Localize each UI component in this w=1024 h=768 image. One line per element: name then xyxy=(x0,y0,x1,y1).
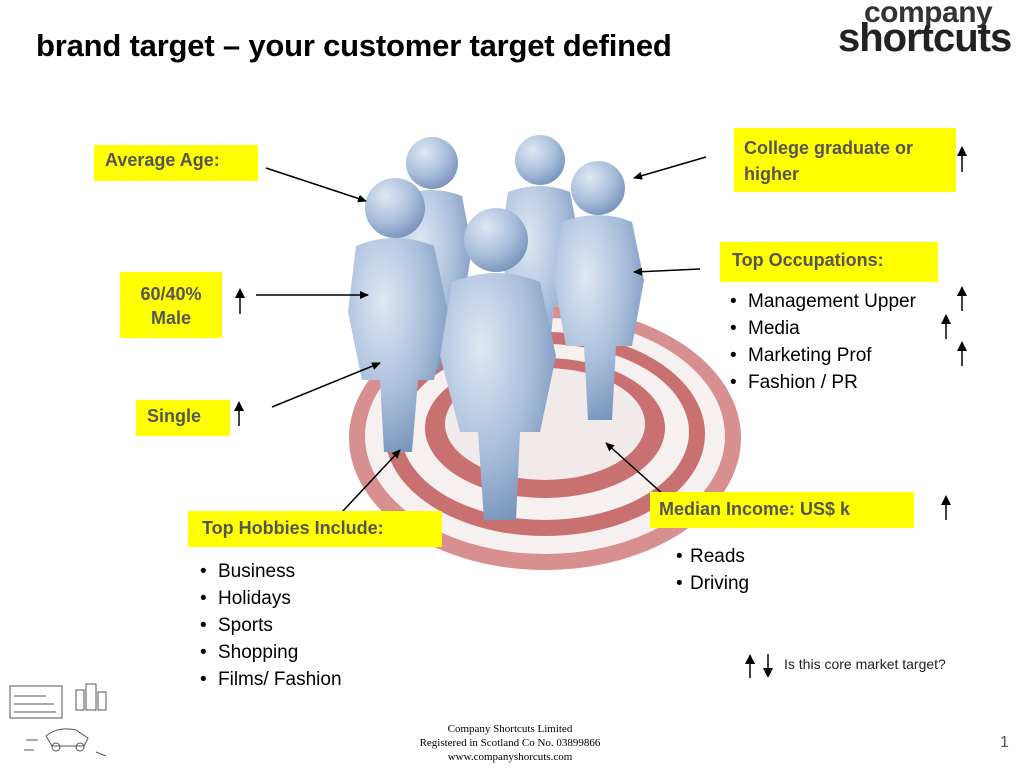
arrow-up-icon xyxy=(957,146,967,172)
connector-college xyxy=(633,156,707,180)
company-logo: company shortcuts xyxy=(838,0,1024,60)
label-single: Single xyxy=(136,400,230,436)
footer-company: Company Shortcuts Limited xyxy=(447,723,573,735)
connector-average-age xyxy=(265,167,367,203)
connector-single xyxy=(271,362,381,408)
footer: Company Shortcuts Limited Registered in … xyxy=(380,722,640,764)
income-list: Reads Driving xyxy=(672,543,749,597)
label-top-hobbies: Top Hobbies Include: xyxy=(188,511,442,547)
footer-registration: Registered in Scotland Co No. 03899866 xyxy=(419,737,601,749)
label-gender: 60/40% Male xyxy=(120,272,222,338)
arrow-up-icon xyxy=(941,495,951,520)
arrow-up-icon xyxy=(957,341,967,366)
trend-arrows xyxy=(234,146,967,678)
slide-title: brand target – your customer target defi… xyxy=(36,28,672,63)
list-item: Reads xyxy=(672,543,749,570)
list-item: Films/ Fashion xyxy=(196,666,342,693)
connector-occupations xyxy=(633,267,701,276)
label-college-graduate: College graduate or higher xyxy=(734,128,956,192)
list-item: Business xyxy=(196,558,342,585)
footer-website: www.companyshorcuts.com xyxy=(447,751,573,763)
legend-arrow-up-icon xyxy=(745,654,755,678)
hobbies-list: Business Holidays Sports Shopping Films/… xyxy=(196,558,342,693)
occupations-list: Management Upper Media Marketing Prof Fa… xyxy=(726,288,916,396)
arrow-up-icon xyxy=(234,401,244,426)
connector-hobbies xyxy=(341,449,401,513)
arrow-up-icon xyxy=(957,286,967,311)
page-number: 1 xyxy=(1000,734,1009,751)
people-group-icon xyxy=(348,135,644,520)
arrow-up-icon xyxy=(941,314,951,339)
label-top-occupations: Top Occupations: xyxy=(720,242,938,282)
list-item: Management Upper xyxy=(726,288,916,315)
list-item: Holidays xyxy=(196,585,342,612)
connector-income xyxy=(605,442,665,496)
label-median-income: Median Income: US$ k xyxy=(650,492,914,528)
logo-line-1: company xyxy=(864,0,993,29)
label-average-age: Average Age: xyxy=(94,145,258,181)
economy-sketch-icon xyxy=(9,683,107,757)
list-item: Marketing Prof xyxy=(726,342,916,369)
legend-note: Is this core market target? xyxy=(784,656,946,672)
list-item: Media xyxy=(726,315,916,342)
list-item: Sports xyxy=(196,612,342,639)
arrow-up-icon xyxy=(235,288,245,314)
list-item: Shopping xyxy=(196,639,342,666)
logo-line-2: shortcuts xyxy=(838,16,1012,60)
legend-arrow-down-icon xyxy=(763,654,773,678)
list-item: Fashion / PR xyxy=(726,369,916,396)
list-item: Driving xyxy=(672,570,749,597)
